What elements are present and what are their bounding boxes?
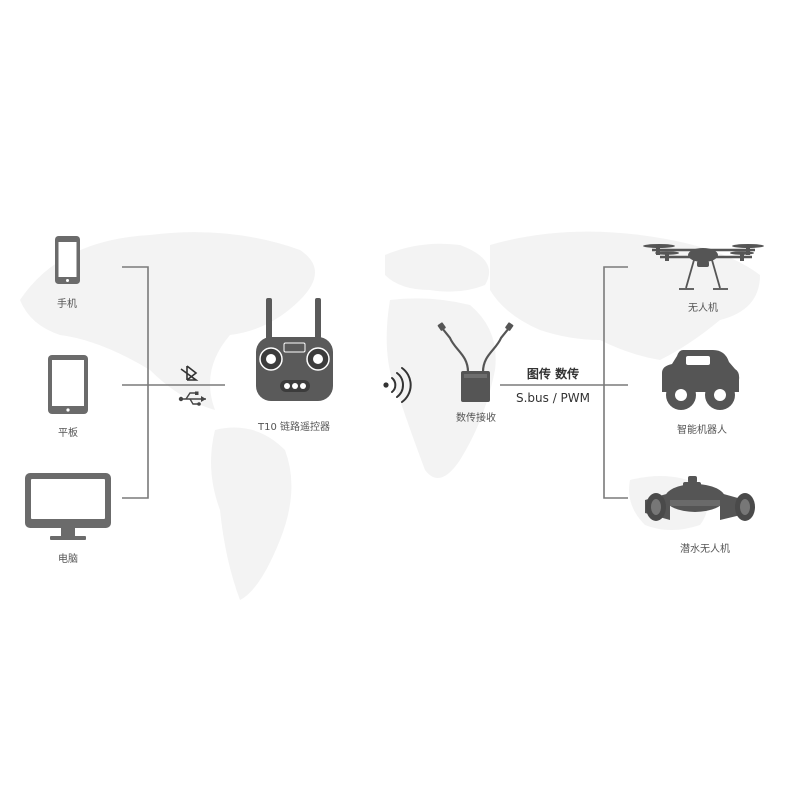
drone-icon — [643, 244, 764, 290]
wireless-signal-icon — [383, 367, 412, 403]
label-computer: 电脑 — [58, 554, 78, 565]
world-map-background — [20, 231, 760, 600]
connection-lines — [122, 266, 628, 499]
label-robot: 智能机器人 — [677, 425, 727, 436]
label-receiver: 数传接收 — [456, 413, 496, 424]
label-underwater-drone: 潜水无人机 — [680, 544, 730, 555]
receiver-icon — [437, 322, 514, 402]
bluetooth-icon — [180, 365, 199, 381]
smartphone-icon — [55, 236, 80, 284]
tablet-icon — [48, 355, 88, 414]
link-bottom-label: S.bus / PWM — [515, 391, 591, 405]
monitor-icon — [25, 473, 111, 540]
label-drone: 无人机 — [688, 303, 718, 314]
underwater-drone-icon — [645, 476, 755, 521]
label-smartphone: 手机 — [57, 299, 77, 310]
usb-icon — [178, 391, 206, 406]
link-top-label: 图传 数传 — [526, 367, 580, 381]
robot-vehicle-icon — [662, 350, 740, 410]
label-tablet: 平板 — [58, 428, 78, 439]
label-controller: T10 链路遥控器 — [257, 422, 331, 433]
remote-controller-icon — [256, 298, 333, 401]
